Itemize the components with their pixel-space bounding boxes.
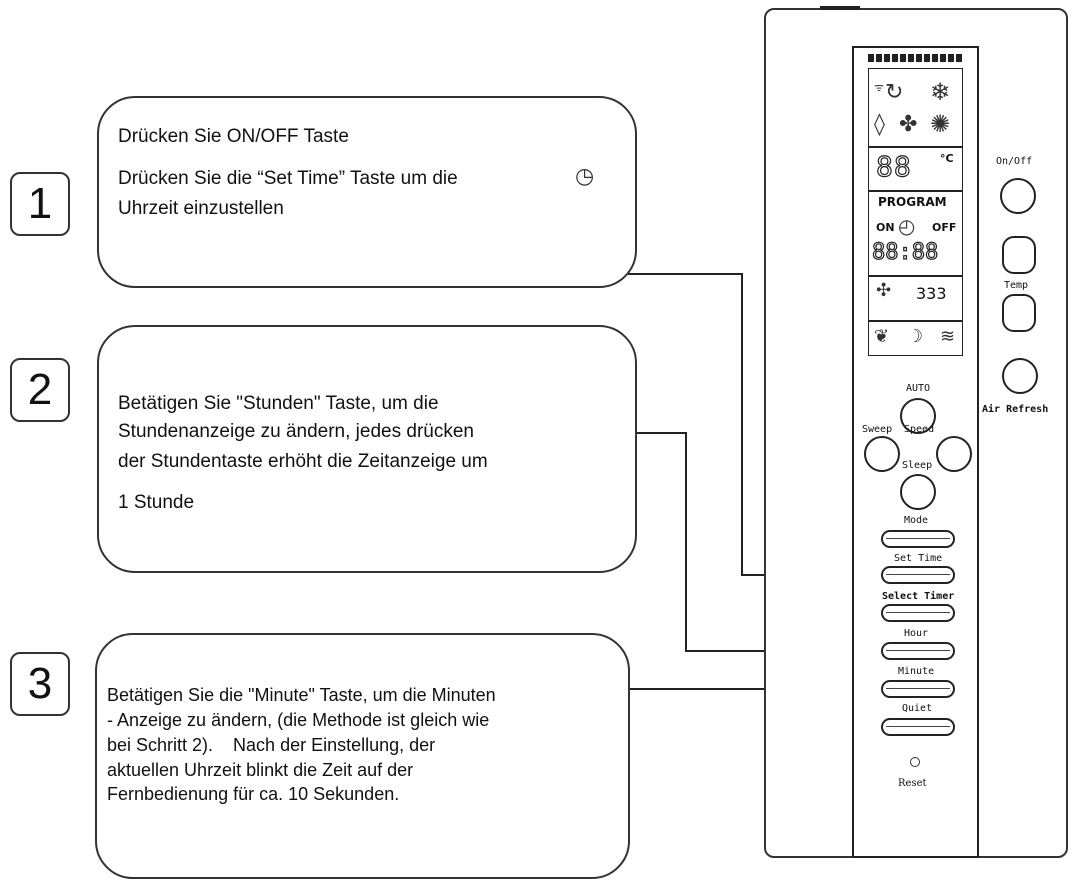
temp-label: Temp [1004, 280, 1029, 291]
dry-mode-icon: ◊ [874, 112, 885, 137]
reset-button[interactable] [910, 757, 920, 767]
remote-top-notch [820, 6, 860, 10]
on-off-button[interactable] [1000, 178, 1036, 214]
sleep-moon-icon: ☽ [907, 326, 924, 347]
on-off-label: On/Off [996, 156, 1033, 167]
fan-speed-bars: 333 [916, 284, 947, 303]
mode-label: Mode [904, 515, 929, 526]
speed-button[interactable] [936, 436, 972, 472]
heater-icon: ≋ [940, 326, 956, 347]
step-2-bubble [97, 325, 637, 573]
lcd-divider-2 [868, 190, 963, 192]
step-3-bubble [95, 633, 630, 879]
cool-mode-icon: ❄ [930, 78, 951, 106]
heat-mode-icon: ✺ [930, 110, 951, 138]
brand-logo [868, 54, 963, 62]
mode-button[interactable] [881, 530, 955, 548]
minute-button[interactable] [881, 680, 955, 698]
program-label: PROGRAM [878, 195, 947, 209]
step-1-line-3: Uhrzeit einzustellen [118, 198, 284, 219]
step-2-line-4: 1 Stunde [118, 492, 195, 513]
step-2-number: 2 [10, 358, 70, 422]
minute-label: Minute [898, 666, 935, 677]
set-time-label: Set Time [894, 553, 943, 564]
select-timer-button[interactable] [881, 604, 955, 622]
step-3-line-4: aktuellen Uhrzeit blinkt die Zeit auf de… [107, 760, 414, 780]
fan-speed-icon: ✣ [876, 280, 892, 301]
speed-label: Speed [904, 424, 935, 435]
air-refresh-label: Air Refresh [982, 404, 1049, 415]
timer-clock-icon: ◴ [898, 214, 916, 238]
timer-off-label: OFF [932, 221, 957, 234]
air-refresh-button[interactable] [1002, 358, 1038, 394]
hour-button[interactable] [881, 642, 955, 660]
step-2-line-1: Betätigen Sie "Stunden" Taste, um die [118, 393, 439, 414]
step-3-line-5: Fernbedienung für ca. 10 Sekunden. [107, 784, 400, 804]
timer-on-label: ON [876, 221, 895, 234]
fan-mode-icon: ✤ [899, 112, 918, 137]
temp-down-button[interactable] [1002, 294, 1036, 332]
step-2-line-3: der Stundentaste erhöht die Zeitanzeige … [118, 451, 488, 472]
health-leaf-icon: ❦ [874, 326, 890, 347]
step-1-line-1: Drücken Sie ON/OFF Taste [118, 126, 349, 147]
reset-label: Reset [898, 778, 927, 789]
sleep-label: Sleep [902, 460, 933, 471]
step-3-line-1: Betätigen Sie die "Minute" Taste, um die… [107, 685, 496, 705]
set-time-button[interactable] [881, 566, 955, 584]
step-3-line-3: bei Schritt 2). Nach der Einstellung, de… [107, 735, 436, 755]
quiet-button[interactable] [881, 718, 955, 736]
step-1-line-2: Drücken Sie die “Set Time” Taste um die [118, 168, 458, 189]
sleep-button[interactable] [900, 474, 936, 510]
sweep-label: Sweep [862, 424, 893, 435]
step-2-line-2: Stundenanzeige zu ändern, jedes drücken [118, 421, 474, 442]
sweep-button[interactable] [864, 436, 900, 472]
step-1-bubble [97, 96, 637, 288]
time-digits: 88:88 [871, 239, 939, 265]
auto-button[interactable] [900, 398, 936, 434]
step-1-number: 1 [10, 172, 70, 236]
auto-mode-icon: ↻ [885, 80, 904, 105]
lcd-display [868, 68, 963, 356]
temp-up-button[interactable] [1002, 236, 1036, 274]
signal-icon: ᯤ [874, 81, 885, 94]
clock-icon: ◷ [575, 164, 595, 189]
select-timer-label: Select Timer [882, 591, 955, 602]
lcd-divider-4 [868, 320, 963, 322]
temperature-digits: 88 [875, 149, 912, 183]
step-3-number: 3 [10, 652, 70, 716]
lcd-divider-1 [868, 146, 963, 148]
quiet-label: Quiet [902, 703, 933, 714]
auto-label: AUTO [906, 383, 931, 394]
step-3-line-2: - Anzeige zu ändern, (die Methode ist gl… [107, 710, 490, 730]
hour-label: Hour [904, 628, 929, 639]
lcd-divider-3 [868, 275, 963, 277]
temperature-unit: °C [940, 152, 954, 165]
